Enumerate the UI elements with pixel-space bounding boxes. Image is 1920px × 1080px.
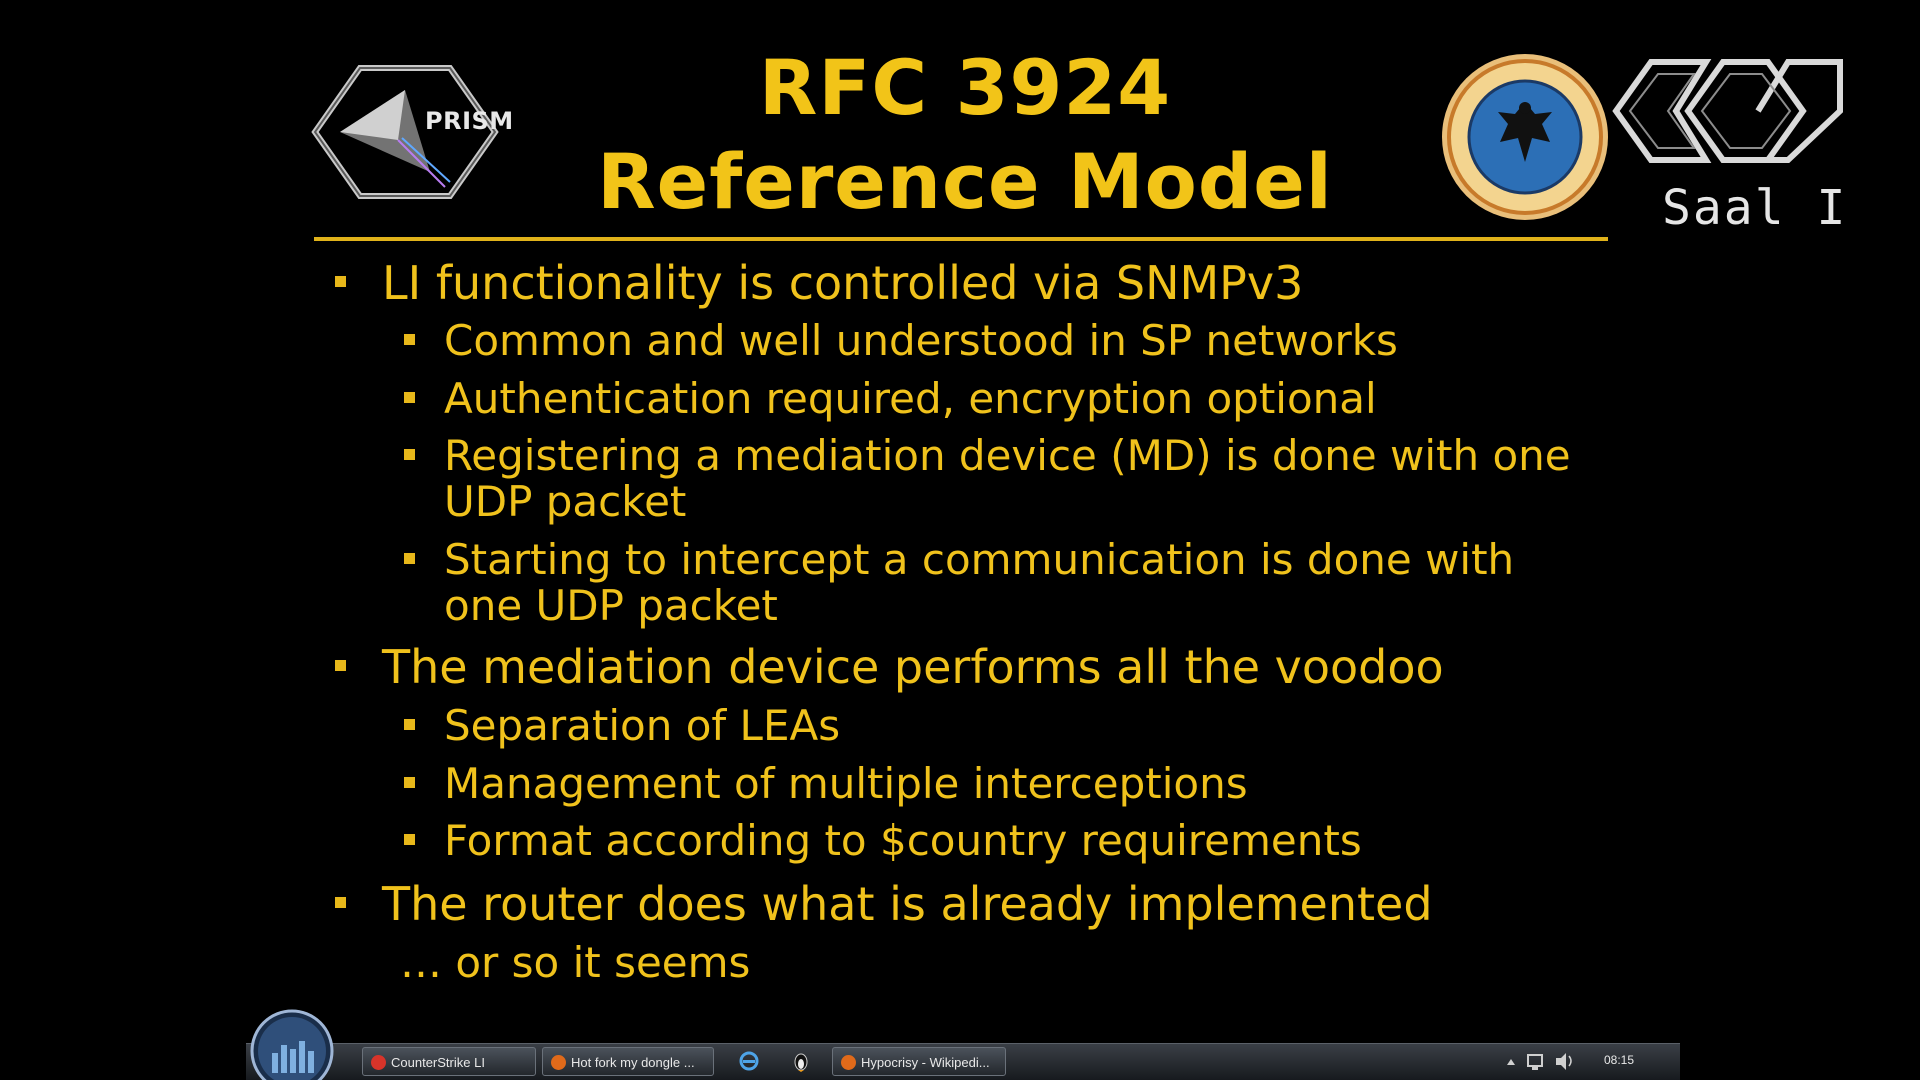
bullet-marker bbox=[404, 553, 415, 564]
bullet-text: Common and well understood in SP network… bbox=[444, 316, 1398, 365]
taskbar-button-label: CounterStrike LI bbox=[391, 1055, 485, 1070]
penguin-icon[interactable] bbox=[790, 1050, 812, 1072]
firefox-icon bbox=[841, 1055, 856, 1070]
bullet-text: The router does what is already implemen… bbox=[382, 877, 1433, 931]
bullet-marker bbox=[335, 660, 346, 671]
eagle-badge-logo bbox=[1442, 54, 1608, 220]
bullet-marker bbox=[404, 334, 415, 345]
bullet-level1: The mediation device performs all the vo… bbox=[335, 640, 1444, 694]
bullet-text-continuation: one UDP packet bbox=[444, 581, 778, 630]
bullet-marker bbox=[335, 276, 346, 287]
ie-icon[interactable] bbox=[738, 1050, 760, 1072]
bullet-marker bbox=[404, 449, 415, 460]
bullet-text: Format according to $country requirement… bbox=[444, 816, 1362, 865]
start-button-icon[interactable] bbox=[246, 1005, 338, 1080]
taskbar-button-label: Hot fork my dongle ... bbox=[571, 1055, 695, 1070]
bullet-marker bbox=[404, 777, 415, 788]
taskbar-button-label: Hypocrisy - Wikipedi... bbox=[861, 1055, 990, 1070]
firefox-icon bbox=[551, 1055, 566, 1070]
bullet-text-continuation: UDP packet bbox=[444, 477, 687, 526]
bullet-level1: The router does what is already implemen… bbox=[335, 877, 1433, 931]
room-label: Saal I bbox=[1662, 180, 1848, 236]
tray-expand-icon bbox=[1507, 1059, 1515, 1065]
bullet-level1: LI functionality is controlled via SNMPv… bbox=[335, 256, 1304, 310]
taskbar-button-firefox-1[interactable]: Hot fork my dongle ... bbox=[542, 1047, 714, 1076]
bullet-level2: Common and well understood in SP network… bbox=[404, 316, 1398, 365]
counterstrike-icon bbox=[371, 1055, 386, 1070]
bullet-text: The mediation device performs all the vo… bbox=[382, 640, 1444, 694]
taskbar-button-firefox-2[interactable]: Hypocrisy - Wikipedi... bbox=[832, 1047, 1006, 1076]
bullet-marker bbox=[404, 834, 415, 845]
bullet-marker bbox=[335, 897, 346, 908]
trailing-remark: … or so it seems bbox=[400, 938, 751, 987]
slide-subtitle: Reference Model bbox=[597, 137, 1333, 226]
event-logo bbox=[1612, 59, 1843, 163]
bullet-level2: Separation of LEAs bbox=[404, 701, 841, 750]
bullet-level2: Registering a mediation device (MD) is d… bbox=[404, 431, 1571, 526]
bullet-marker bbox=[404, 719, 415, 730]
slide-title: RFC 3924 bbox=[758, 43, 1172, 132]
network-icon bbox=[1527, 1054, 1543, 1067]
bullet-text: Management of multiple interceptions bbox=[444, 759, 1248, 808]
bullet-level2: Management of multiple interceptions bbox=[404, 759, 1248, 808]
bullet-level2: Format according to $country requirement… bbox=[404, 816, 1362, 865]
volume-icon bbox=[1556, 1053, 1566, 1070]
taskbar-button-counterstrike[interactable]: CounterStrike LI bbox=[362, 1047, 536, 1076]
bullet-level2: Starting to intercept a communication is… bbox=[404, 535, 1515, 630]
bullet-level2: Authentication required, encryption opti… bbox=[404, 374, 1377, 423]
taskbar-clock[interactable]: 08:15 bbox=[1604, 1053, 1635, 1067]
bullet-marker bbox=[404, 392, 415, 403]
bullet-text: Authentication required, encryption opti… bbox=[444, 374, 1377, 423]
bullet-text: Starting to intercept a communication is… bbox=[444, 535, 1515, 584]
bullet-text: LI functionality is controlled via SNMPv… bbox=[382, 256, 1304, 310]
bullet-text: Registering a mediation device (MD) is d… bbox=[444, 431, 1571, 480]
system-tray bbox=[1507, 1053, 1572, 1070]
title-divider bbox=[314, 237, 1608, 241]
prism-logo bbox=[311, 65, 499, 199]
bullet-text: Separation of LEAs bbox=[444, 701, 841, 750]
prism-logo-text: PRISM bbox=[425, 107, 514, 135]
